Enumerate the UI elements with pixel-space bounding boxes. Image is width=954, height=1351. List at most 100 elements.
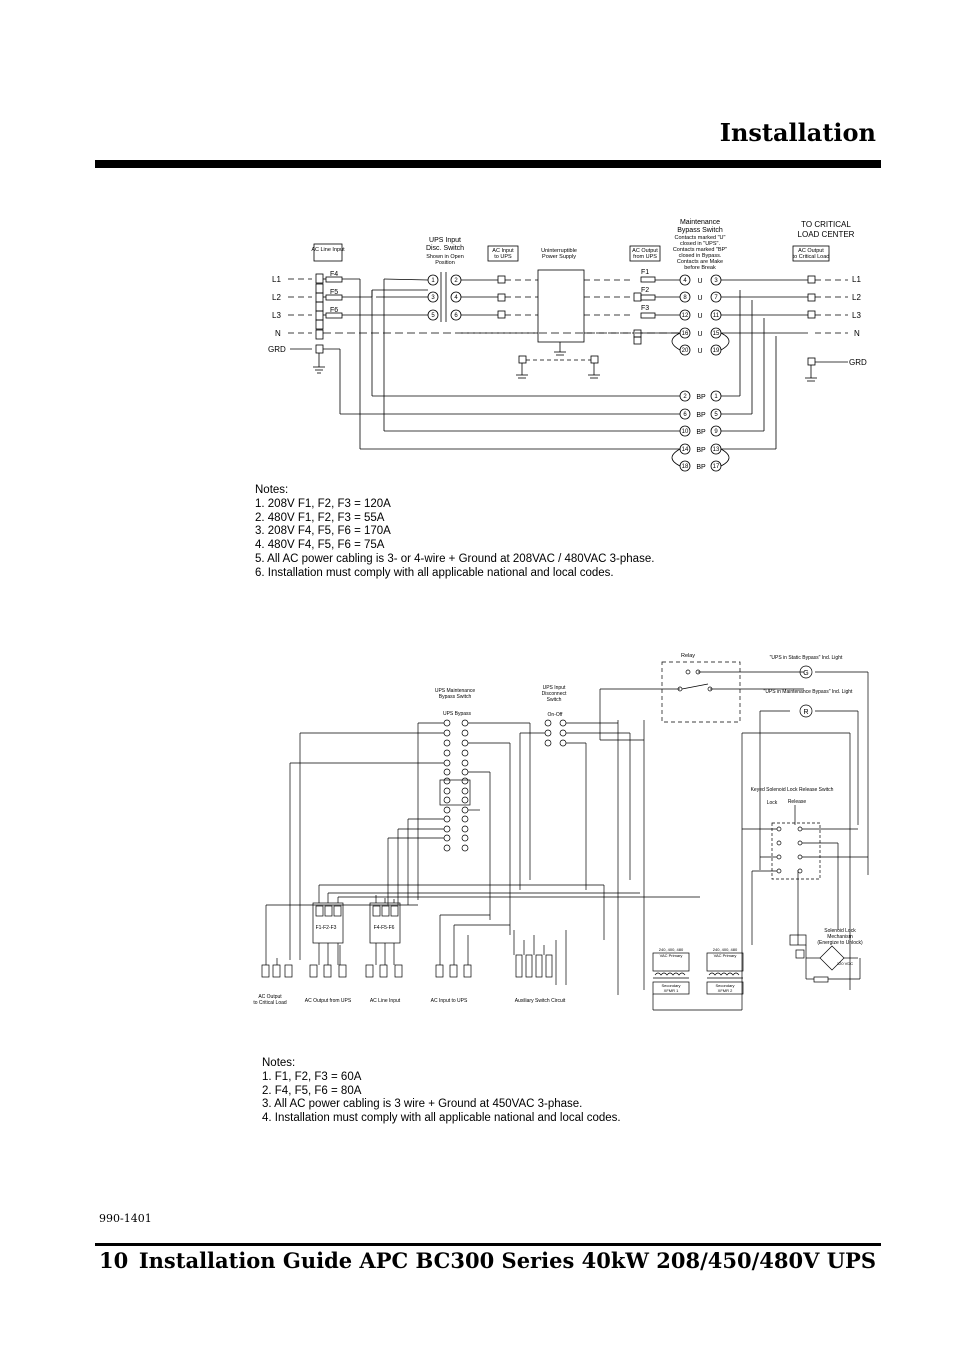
switch-pole-1: 1	[431, 278, 435, 284]
u-right-7: 7	[714, 295, 718, 301]
bp-left-2: 2	[683, 394, 687, 400]
bp-right-5: 5	[714, 412, 718, 418]
fuse-group-2-label: F4-F5-F6	[374, 925, 395, 931]
notes-heading: Notes:	[255, 484, 289, 496]
fuse-f4: F4	[330, 271, 338, 278]
label-maint-sub-6: before Break	[684, 265, 716, 271]
xfmr-2-b: XFMR 2	[718, 988, 733, 993]
fuse-f6: F6	[330, 307, 338, 314]
label-to-critical-1: TO CRITICAL	[801, 220, 851, 229]
ac-line-input-label: AC Line Input	[370, 998, 401, 1004]
keyed-solenoid-label: Keyed Solenoid Lock Release Switch	[751, 787, 834, 793]
note-item: 5. All AC power cabling is 3- or 4-wire …	[255, 552, 655, 565]
switch-pole-5: 5	[431, 313, 435, 319]
release-label: Release	[788, 799, 807, 805]
light-g: G	[803, 670, 808, 677]
bp-letter-5: BP	[696, 464, 706, 471]
label-ac-input-to-ups-1: AC Input	[492, 248, 514, 254]
switch-pole-2: 2	[454, 278, 458, 284]
notes-block-2: Notes: 1. F1, F2, F3 = 60A 2. F4, F5, F6…	[262, 1057, 621, 1126]
notes-block-1: Notes: 1. 208V F1, F2, F3 = 120A 2. 480V…	[255, 484, 654, 581]
bp-right-9: 9	[714, 429, 718, 435]
u-left-8: 8	[683, 295, 687, 301]
page-number: 10	[99, 1248, 129, 1273]
bp-left-18: 18	[682, 464, 689, 470]
label-ac-output-from-ups-2: from UPS	[633, 254, 657, 260]
right-line-l1: L1	[852, 275, 861, 284]
switch-pole-6: 6	[454, 313, 458, 319]
footer-title: Installation Guide APC BC300 Series 40kW…	[138, 1248, 876, 1273]
label-ups-box-1: Uninterruptible	[541, 248, 577, 254]
label-ac-output-to-critical-2: to Critical Load	[793, 254, 830, 260]
label-ups-input-disc-sub-2: Position	[435, 260, 455, 266]
ups-maint-bypass-label-1: UPS Maintenance	[435, 688, 476, 694]
primary-1-a: 240, 400, 480	[659, 947, 684, 952]
u-letter-3: U	[697, 313, 702, 320]
u-right-3: 3	[714, 278, 718, 284]
label-maint-bypass-2: Bypass Switch	[677, 227, 723, 234]
note-item: 3. All AC power cabling is 3 wire + Grou…	[262, 1098, 583, 1111]
fuse-group-1-label: F1-F2-F3	[316, 925, 337, 931]
u-right-15: 15	[713, 331, 720, 337]
label-ups-input-disc-sub-1: Shown in Open	[426, 254, 464, 260]
note-item: 6. Installation must comply with all app…	[255, 566, 614, 579]
label-ups-input-disc-2: Disc. Switch	[426, 245, 464, 252]
ups-input-disconnect-3: Switch	[547, 697, 562, 703]
solenoid-lock-2: Mechanism	[827, 934, 853, 940]
solenoid-lock-3: (Energize to Unlock)	[817, 940, 863, 946]
ac-output-critical-2: to Critical Load	[253, 1000, 287, 1006]
label-maint-sub-4: closed in Bypass.	[679, 253, 722, 259]
u-letter-5: U	[697, 348, 702, 355]
right-line-n: N	[854, 329, 860, 338]
relay-label: Relay	[681, 653, 695, 659]
xfmr-1-b: XFMR 1	[664, 988, 679, 993]
notes-heading: Notes:	[262, 1057, 296, 1069]
ups-maint-bypass-label-2: Bypass Switch	[439, 694, 472, 700]
static-bypass-light-label: "UPS in Static Bypass" Ind. Light	[770, 655, 843, 661]
primary-1-b: VAC Primary	[660, 953, 683, 958]
ups-input-disconnect-2: Disconnect	[542, 691, 567, 697]
bp-right-1: 1	[714, 394, 718, 400]
bp-left-14: 14	[682, 447, 689, 453]
bp-letter-2: BP	[696, 412, 706, 419]
u-right-19: 19	[713, 348, 720, 354]
bp-left-6: 6	[683, 412, 687, 418]
label-to-critical-2: LOAD CENTER	[798, 230, 855, 239]
ac-input-to-ups-label: AC Input to UPS	[431, 998, 468, 1004]
label-maint-bypass-1: Maintenance	[680, 219, 720, 226]
u-left-16: 16	[682, 331, 689, 337]
ups-input-disconnect-1: UPS Input	[543, 685, 566, 691]
on-off-label: On-Off	[548, 712, 564, 718]
bp-right-17: 17	[713, 464, 720, 470]
label-ups-input-disc-1: UPS Input	[429, 237, 461, 244]
switch-pole-4: 4	[454, 295, 458, 301]
primary-2-a: 240, 400, 480	[713, 947, 738, 952]
u-letter-1: U	[697, 278, 702, 285]
fuse-f5: F5	[330, 289, 338, 296]
left-line-l1: L1	[272, 275, 281, 284]
label-ups-box-2: Power Supply	[542, 254, 576, 260]
aux-switch-label: Auxiliary Switch Circuit	[515, 998, 566, 1004]
bp-left-10: 10	[682, 429, 689, 435]
light-r: R	[803, 709, 808, 716]
ac-output-from-ups-label: AC Output from UPS	[305, 998, 352, 1004]
bp-letter-3: BP	[696, 429, 706, 436]
left-line-l2: L2	[272, 293, 281, 302]
voltage-120: 120 VDC	[837, 961, 853, 966]
switch-pole-3: 3	[431, 295, 435, 301]
note-item: 3. 208V F4, F5, F6 = 170A	[255, 525, 391, 538]
doc-number: 990-1401	[99, 1212, 152, 1225]
left-line-n: N	[275, 329, 281, 338]
bp-letter-1: BP	[696, 394, 706, 401]
right-line-l3: L3	[852, 311, 861, 320]
note-item: 1. 208V F1, F2, F3 = 120A	[255, 497, 391, 510]
bottom-rule	[95, 1243, 881, 1246]
maint-bypass-light-label: "UPS in Maintenance Bypass" Ind. Light	[764, 689, 853, 695]
u-right-11: 11	[713, 313, 720, 319]
label-maint-sub-5: Contacts are Make	[677, 259, 723, 265]
fuse-f1: F1	[641, 269, 649, 276]
lock-label: Lock	[767, 800, 778, 806]
label-ac-line-input: AC Line Input	[311, 247, 345, 253]
label-ac-output-to-critical-1: AC Output	[798, 248, 824, 254]
